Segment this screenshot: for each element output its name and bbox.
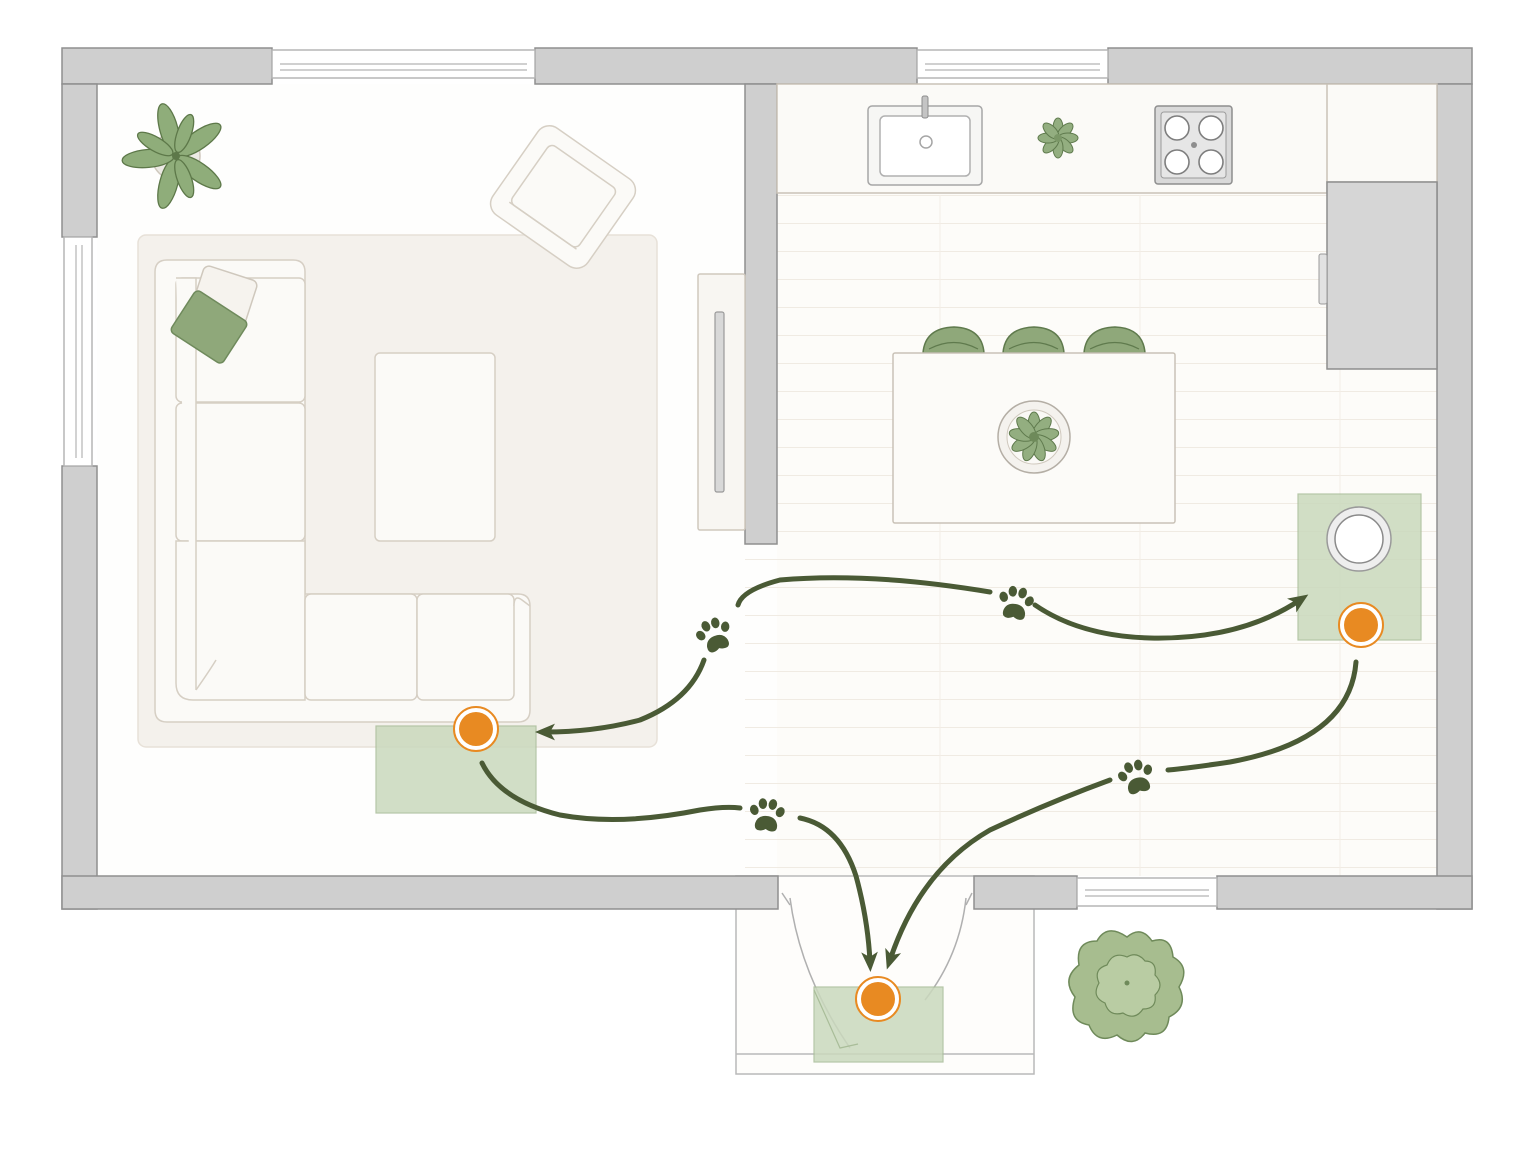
wall-bottom-left bbox=[61, 875, 779, 910]
wall-top-left bbox=[61, 47, 273, 85]
door-leaf-right bbox=[965, 892, 973, 906]
door-leaf-left bbox=[781, 892, 791, 906]
wall-left-lower bbox=[61, 465, 98, 910]
path-sofa-to-entry bbox=[479, 760, 743, 822]
refrigerator bbox=[1318, 181, 1438, 370]
coffee-table bbox=[374, 352, 496, 542]
window-left bbox=[63, 236, 93, 467]
mats bbox=[375, 493, 1422, 1063]
centerpiece-plant-icon bbox=[997, 400, 1071, 474]
living-room bbox=[121, 103, 746, 748]
armchair bbox=[489, 125, 637, 269]
throw-pillows bbox=[170, 265, 258, 364]
succulent-icon bbox=[1037, 117, 1079, 159]
bar-stools bbox=[922, 326, 1146, 354]
window-top-right bbox=[916, 49, 1109, 79]
wall-bottom-right bbox=[1216, 875, 1473, 910]
sofa-arm-end bbox=[513, 597, 531, 607]
marker-sofa-mat bbox=[453, 706, 499, 752]
wall-top-right bbox=[1107, 47, 1473, 85]
waypoint-markers bbox=[453, 602, 1384, 1022]
kitchen bbox=[776, 83, 1438, 524]
pet-paths bbox=[479, 575, 1359, 972]
wall-left-upper bbox=[61, 83, 98, 238]
sink bbox=[867, 95, 983, 186]
cooktop bbox=[1154, 105, 1233, 185]
sofa-mat bbox=[375, 725, 537, 814]
windows bbox=[63, 49, 1218, 907]
window-bottom bbox=[1076, 877, 1218, 907]
window-top-left bbox=[271, 49, 536, 79]
wall-right bbox=[1436, 83, 1473, 910]
marker-entry-mat bbox=[855, 976, 901, 1022]
wall-bottom-mid bbox=[973, 875, 1078, 910]
marker-feeding-mat bbox=[1338, 602, 1384, 648]
wall-top-mid bbox=[534, 47, 918, 85]
potted-plant-icon bbox=[121, 103, 222, 209]
wall-interior bbox=[744, 83, 778, 545]
path-feeding-to-entry bbox=[1165, 659, 1359, 773]
walls bbox=[61, 47, 1473, 910]
sectional-sofa bbox=[154, 259, 531, 723]
shrub-icon bbox=[1068, 930, 1185, 1043]
path-feeding-to-sofa-mid bbox=[735, 575, 993, 608]
water-bowl bbox=[1326, 506, 1392, 572]
path-sofa-to-entry-end bbox=[797, 815, 878, 972]
tv-console bbox=[697, 273, 746, 531]
path-feeding-to-entry-end bbox=[885, 777, 1113, 970]
tv-screen bbox=[714, 311, 725, 493]
path-feeding-to-sofa bbox=[1032, 594, 1309, 641]
path-feeding-to-sofa-end bbox=[535, 657, 707, 741]
